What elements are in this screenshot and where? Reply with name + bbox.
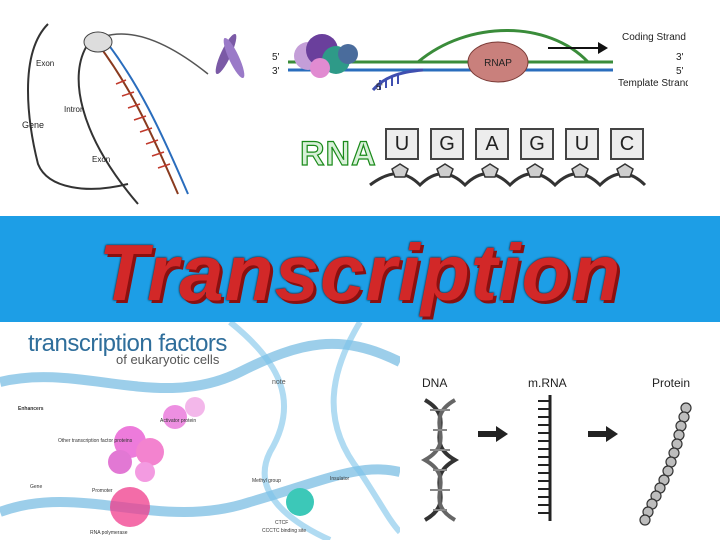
rna-base-4: G: [520, 128, 554, 160]
protein-chain-icon: [639, 402, 692, 526]
strand-label-3-right: 3': [676, 52, 684, 63]
title-band: [0, 216, 720, 322]
tf-label-promoter: Promoter: [92, 488, 113, 494]
gene-chromosome-diagram: Exon Intron Gene Exon: [22, 23, 245, 205]
transcription-factors-illustration: Enhancers Activator protein Other transc…: [0, 322, 400, 540]
dna-helix-icon: [420, 398, 460, 522]
rna-label: RNA: [299, 134, 377, 173]
tf-panel-title: transcription factors: [28, 330, 227, 357]
mrna-strand-icon: [538, 395, 552, 521]
rna-backbone: [369, 163, 647, 188]
strand-label-5-right: 5': [676, 66, 684, 77]
tf-label-rna-poly: RNA polymerase: [90, 530, 128, 536]
flow-label-protein: Protein: [652, 376, 691, 390]
gene-label-exon-2: Exon: [92, 155, 110, 164]
tf-label-ctcf-site: CCCTC binding site: [262, 528, 306, 534]
coding-strand-label: Coding Strand: [622, 32, 686, 43]
gene-label-gene: Gene: [22, 120, 44, 130]
tf-label-enhancers: Enhancers: [18, 406, 44, 412]
arrow-right-icon: [588, 426, 618, 442]
strand-label-5-left: 5': [272, 52, 280, 63]
template-strand-label: Template Strand: [618, 78, 688, 89]
tf-label-ctcf: CTCF: [275, 520, 288, 526]
ctcf-protein-icon: [286, 488, 314, 516]
tf-panel-subtitle: of eukaryotic cells: [116, 352, 220, 367]
gene-label-intron: Intron: [64, 105, 84, 114]
rnap-diagram: RNAP 5' 3' 3' 5' 5' Coding Strand Templa…: [272, 29, 688, 92]
chromosome-icon: [215, 33, 245, 79]
transcription-factors-cluster: [294, 34, 358, 78]
flow-label-dna: DNA: [422, 376, 448, 390]
rna-base-3: A: [475, 128, 509, 160]
strand-label-3-left: 3': [272, 66, 280, 77]
rna-base-5: U: [565, 128, 599, 160]
rna-base-6: C: [610, 128, 644, 160]
tf-label-methyl: Methyl group: [252, 478, 281, 484]
tf-protein-cluster: [108, 397, 205, 527]
rnap-label: RNAP: [484, 58, 512, 69]
rna-base-2: G: [430, 128, 464, 160]
direction-arrow-icon: [598, 42, 608, 54]
tf-label-insulator: Insulator: [330, 476, 350, 482]
tf-label-gene: Gene: [30, 484, 42, 490]
tf-label-activator: Activator protein: [160, 418, 196, 424]
tf-label-other-tf: Other transcription factor proteins: [58, 438, 133, 444]
tf-note-title: note: [272, 379, 286, 386]
gene-label-exon-1: Exon: [36, 59, 54, 68]
flow-label-mrna: m.RNA: [528, 376, 567, 390]
arrow-right-icon: [478, 426, 508, 442]
rna-5-end-label: 5': [376, 82, 383, 92]
page-title: Transcription: [98, 228, 622, 317]
rna-base-1: U: [385, 128, 419, 160]
